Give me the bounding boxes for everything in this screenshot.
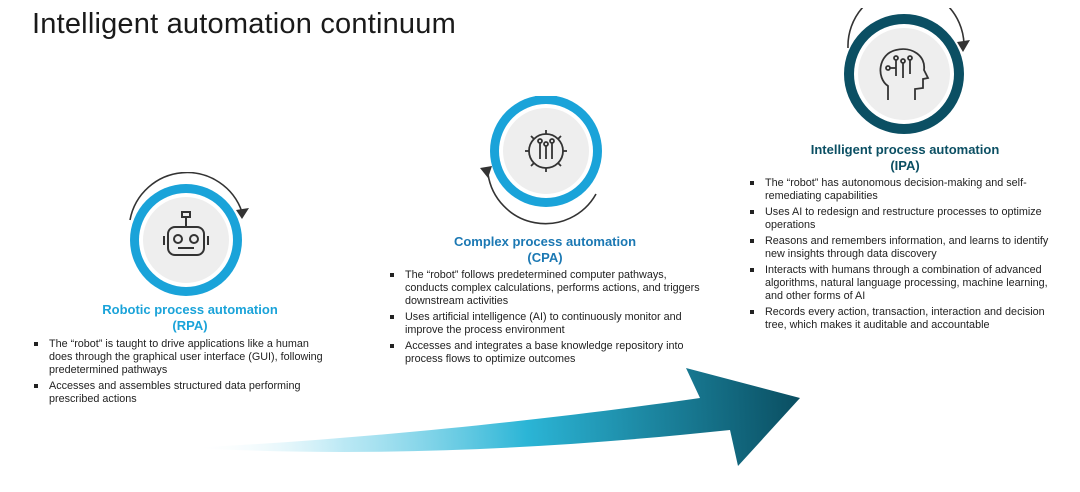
page-title: Intelligent automation continuum xyxy=(32,8,456,40)
cpa-abbr: (CPA) xyxy=(527,250,563,265)
list-item: Interacts with humans through a combinat… xyxy=(748,264,1068,303)
ipa-badge xyxy=(836,0,976,138)
list-item: Records every action, transaction, inter… xyxy=(748,306,1068,332)
rpa-abbr: (RPA) xyxy=(172,318,208,333)
cpa-title-text: Complex process automation xyxy=(453,234,637,249)
list-item: The “robot” has autonomous decision-maki… xyxy=(748,177,1068,203)
list-item: Reasons and remembers information, and l… xyxy=(748,235,1068,261)
list-item: Uses artificial intelligence (AI) to con… xyxy=(388,311,708,337)
cpa-badge xyxy=(476,95,616,226)
brain-head-icon xyxy=(879,48,930,100)
rpa-title: Robotic process automation (RPA) xyxy=(70,302,310,334)
list-item: The “robot” is taught to drive applicati… xyxy=(32,338,332,377)
gear-circuit-icon xyxy=(525,130,567,172)
rotation-arc-icon xyxy=(129,171,243,221)
list-item: Accesses and assembles structured data p… xyxy=(32,380,332,406)
cpa-title: Complex process automation (CPA) xyxy=(420,234,670,266)
cpa-bullets: The “robot” follows predetermined comput… xyxy=(388,269,708,369)
ipa-abbr: (IPA) xyxy=(890,158,920,173)
rpa-badge xyxy=(118,171,258,302)
ipa-title: Intelligent process automation (IPA) xyxy=(780,142,1030,174)
robot-icon xyxy=(163,211,209,256)
ipa-title-text: Intelligent process automation xyxy=(810,142,1000,157)
rpa-bullets: The “robot” is taught to drive applicati… xyxy=(32,338,332,409)
rotation-arc-icon xyxy=(847,0,965,49)
rotation-arc-icon xyxy=(487,173,597,225)
list-item: Uses AI to redesign and restructure proc… xyxy=(748,206,1068,232)
continuum-arrow-body xyxy=(190,368,800,466)
rpa-title-text: Robotic process automation xyxy=(102,302,278,317)
list-item: The “robot” follows predetermined comput… xyxy=(388,269,708,308)
list-item: Accesses and integrates a base knowledge… xyxy=(388,340,708,366)
ipa-bullets: The “robot” has autonomous decision-maki… xyxy=(748,177,1068,335)
